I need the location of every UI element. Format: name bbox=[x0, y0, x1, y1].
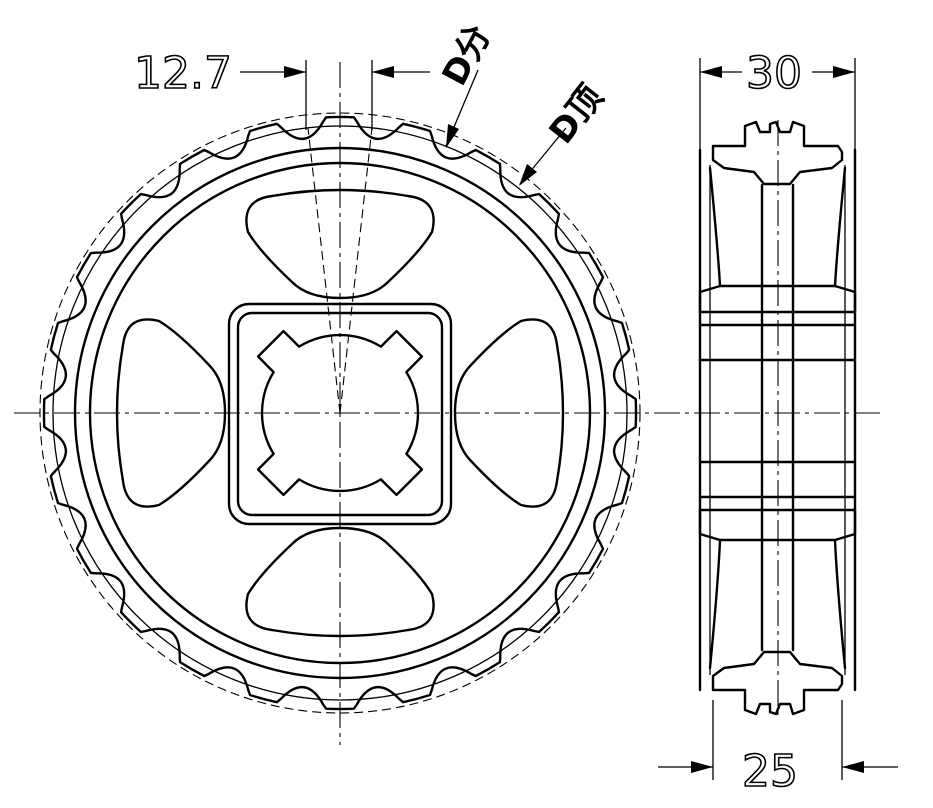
outer-width-dimension: 30 bbox=[699, 47, 856, 150]
pitch-reference-circle bbox=[52, 125, 628, 701]
side-upper-right-curve bbox=[833, 166, 847, 288]
inner-width-dimension: 25 bbox=[658, 700, 898, 798]
side-lower-right-curve bbox=[833, 538, 847, 670]
window-bottom bbox=[245, 526, 435, 638]
hub-square-inner bbox=[236, 311, 444, 517]
pitch-arrow-left bbox=[284, 66, 306, 78]
sprocket-tooth-profile bbox=[42, 115, 638, 711]
window-right bbox=[453, 318, 565, 508]
window-top bbox=[245, 188, 435, 300]
pitch-construction-line-right bbox=[339, 127, 373, 414]
pitch-diameter-callout: D分 bbox=[435, 18, 500, 148]
tip-diameter-circle bbox=[39, 112, 641, 714]
outer-width-arrow-right bbox=[833, 66, 855, 78]
rim-outer-circle bbox=[73, 146, 607, 680]
spoke-windows bbox=[115, 188, 565, 638]
pitch-construction-line-left bbox=[307, 127, 341, 414]
side-view bbox=[698, 120, 857, 720]
keyed-bore bbox=[256, 329, 424, 497]
top-rim-section bbox=[711, 120, 844, 186]
window-left bbox=[115, 318, 227, 508]
pitch-arrow-right bbox=[372, 66, 394, 78]
tip-diameter-arrow bbox=[519, 164, 537, 186]
front-view bbox=[14, 62, 882, 745]
tip-diameter-label: D顶 bbox=[542, 78, 612, 152]
side-upper-left-curve bbox=[708, 166, 722, 288]
inner-width-value: 25 bbox=[742, 746, 798, 797]
outer-width-arrow-left bbox=[700, 66, 722, 78]
inner-width-arrow-right bbox=[842, 761, 864, 773]
pitch-diameter-arrow bbox=[446, 124, 459, 148]
side-lower-left-curve bbox=[708, 538, 722, 670]
pitch-dimension: 12.7 bbox=[133, 47, 430, 130]
pitch-diameter-label: D分 bbox=[435, 18, 500, 92]
outer-width-value: 30 bbox=[746, 48, 802, 99]
hub-square-outer bbox=[227, 302, 453, 526]
tip-diameter-callout: D顶 bbox=[519, 78, 611, 186]
pitch-value: 12.7 bbox=[134, 48, 232, 99]
rim-inner-circle bbox=[88, 161, 592, 665]
bottom-rim-section bbox=[711, 650, 844, 716]
inner-width-arrow-left bbox=[691, 761, 713, 773]
